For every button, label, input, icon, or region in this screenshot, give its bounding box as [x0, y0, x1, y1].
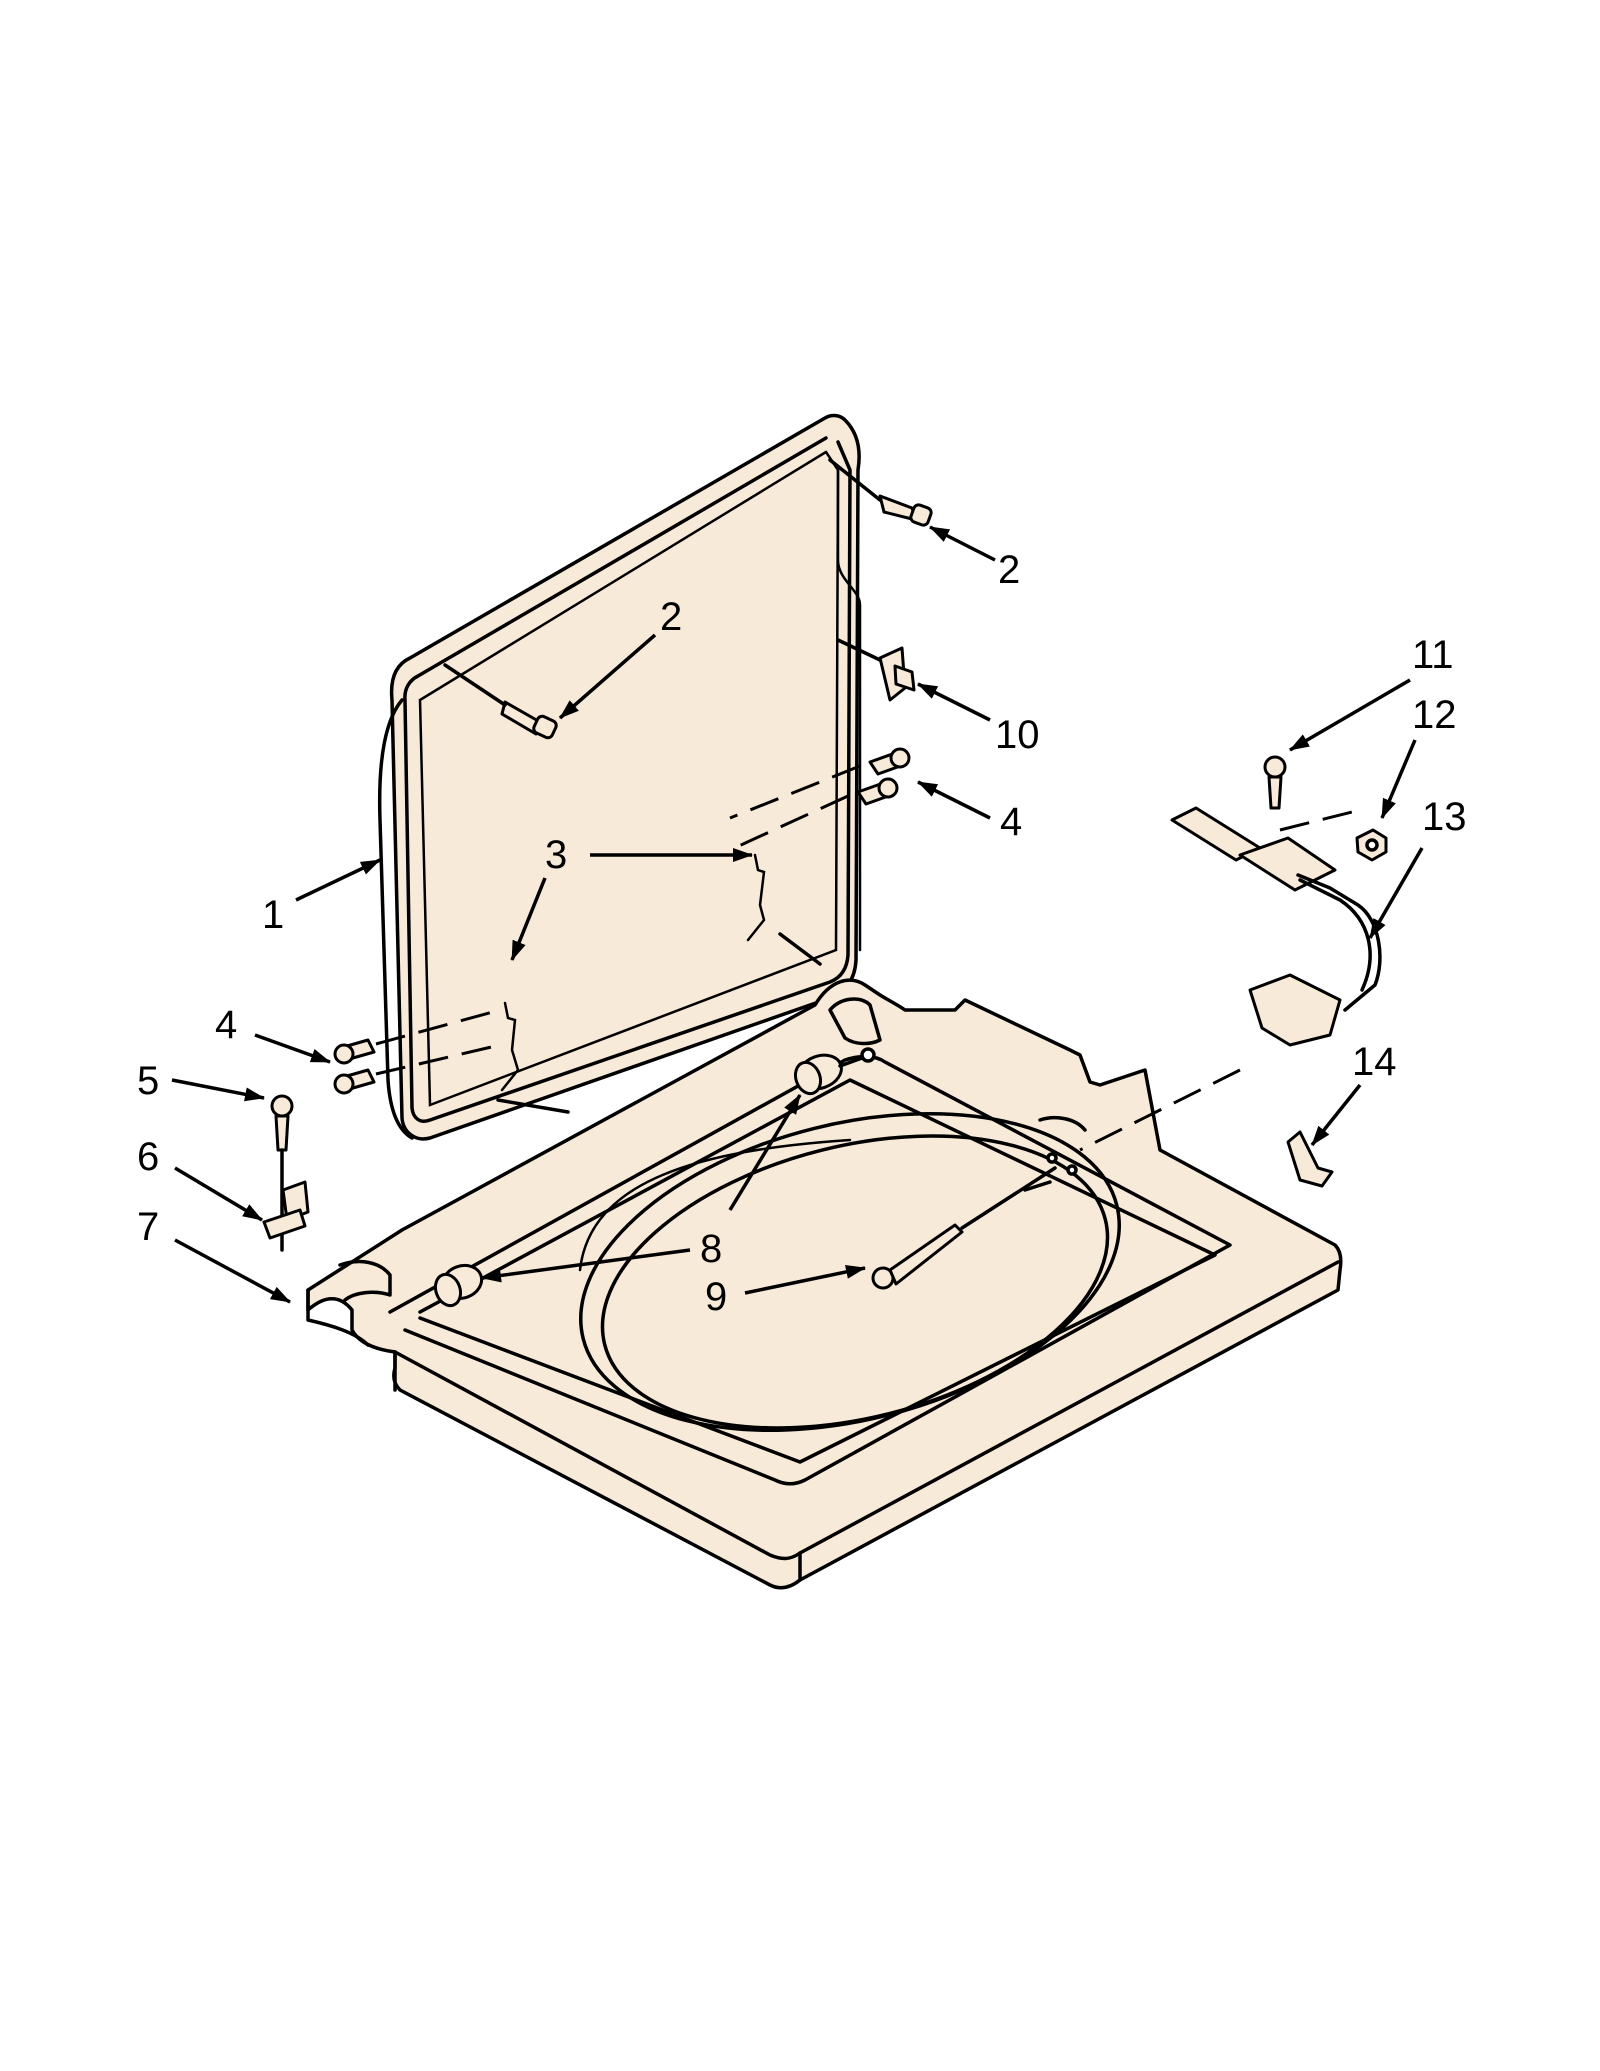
callout-9: 9	[705, 1275, 727, 1319]
switch-screw-part	[1263, 755, 1287, 810]
leader-3-left	[510, 877, 547, 961]
bumper-part	[433, 1047, 876, 1308]
callout-numbers: 1 2 2 3 4 4 5 6 7 8 9 10 11 12 13 14	[137, 548, 1467, 1319]
leader-2-left	[558, 633, 657, 720]
leader-10	[917, 682, 991, 722]
callout-leaders	[171, 525, 1424, 1304]
leader-4-right	[917, 780, 991, 820]
callout-8: 8	[700, 1227, 722, 1271]
callout-4-right: 4	[1000, 800, 1022, 844]
leader-11	[1289, 678, 1411, 752]
screws-left-part	[333, 1008, 501, 1095]
hinge-bracket-part	[262, 1180, 310, 1240]
long-screw-part	[871, 1166, 1057, 1290]
leader-7	[174, 1238, 291, 1304]
callout-2-upper: 2	[998, 548, 1020, 592]
callout-3: 3	[545, 833, 567, 877]
callout-10: 10	[995, 713, 1040, 757]
nut-part	[1355, 828, 1388, 862]
leader-14	[1310, 1083, 1362, 1147]
callout-6: 6	[137, 1135, 159, 1179]
callout-1: 1	[262, 893, 284, 937]
leader-8-upper	[728, 1094, 802, 1211]
callout-12: 12	[1412, 693, 1457, 737]
callout-14: 14	[1352, 1040, 1397, 1084]
leader-9	[744, 1265, 866, 1295]
hinge-pin-upper-part	[828, 458, 933, 527]
callout-5: 5	[137, 1059, 159, 1103]
leader-12	[1380, 739, 1417, 819]
leader-5	[171, 1078, 265, 1102]
hinge-pin-left-part	[443, 663, 558, 740]
leader-8-lower	[481, 1248, 691, 1283]
callout-13: 13	[1422, 795, 1467, 839]
lid-part	[377, 413, 862, 1141]
leader-4-left	[254, 1033, 331, 1064]
clip-part	[1286, 1130, 1334, 1188]
callout-2-left: 2	[660, 595, 682, 639]
screws-right-part	[729, 747, 911, 852]
callout-11: 11	[1412, 633, 1454, 677]
leader-13	[1368, 847, 1424, 939]
lid-switch-harness-part	[1079, 806, 1382, 1152]
top-panel-part	[306, 978, 1343, 1590]
leader-2-upper	[929, 525, 996, 562]
leader-6	[174, 1166, 263, 1222]
callout-7: 7	[137, 1205, 159, 1249]
callout-4-left: 4	[215, 1003, 237, 1047]
leader-1	[295, 858, 381, 902]
lid-bracket-part	[836, 638, 916, 702]
